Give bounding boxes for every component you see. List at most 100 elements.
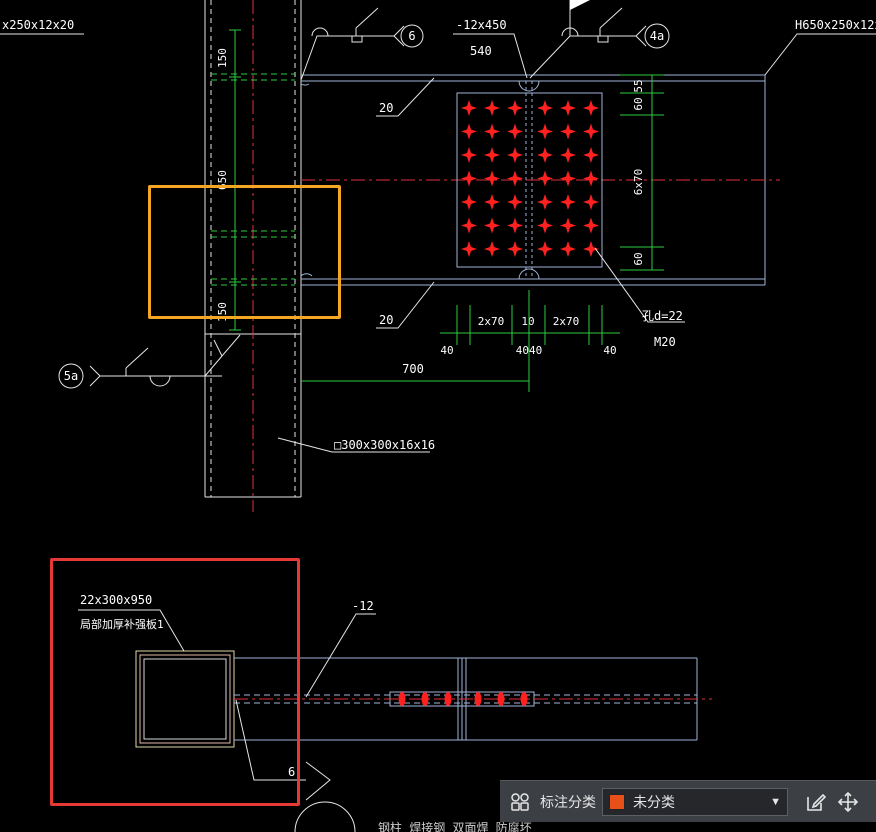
bolt-mark xyxy=(484,147,500,163)
dim-6x70: 6x70 xyxy=(632,169,645,196)
bolt-mark xyxy=(484,100,500,116)
bolt-mark xyxy=(560,147,576,163)
bolt-label: M20 xyxy=(654,335,676,349)
splice-plate xyxy=(456,92,603,268)
top-right-member: H650x250x12x xyxy=(795,18,876,32)
move-icon[interactable] xyxy=(836,790,860,814)
weld-symbol-left xyxy=(300,7,424,81)
bolt-mark xyxy=(484,123,500,140)
annotation-category-label: 标注分类 xyxy=(540,794,596,811)
annotation-category-select[interactable]: 未分类 ▼ xyxy=(602,787,788,816)
bolt-mark xyxy=(560,194,576,210)
plan-bolt-mark xyxy=(444,692,452,706)
bolt-mark xyxy=(583,217,599,234)
weld-tag-lower: 5a xyxy=(64,369,78,383)
grid-squares-icon[interactable] xyxy=(508,790,532,814)
pad-plate-note: 局部加厚补强板1 xyxy=(80,617,164,631)
bolt-mark xyxy=(461,123,477,140)
hole-leader xyxy=(594,247,685,323)
bolt-mark xyxy=(537,217,553,234)
bolt-mark xyxy=(461,170,477,187)
plate-leader xyxy=(453,33,528,79)
bolt-mark xyxy=(583,170,599,187)
plan-bolt-mark xyxy=(398,692,406,706)
weld-tag-right: 4a xyxy=(650,29,664,43)
bolt-mark xyxy=(507,194,523,210)
plan-bolt-group xyxy=(398,692,528,706)
bolt-mark xyxy=(484,170,500,187)
plan-bolt-mark xyxy=(421,692,429,706)
pad-plate-label: 22x300x950 xyxy=(80,593,152,607)
edit-icon[interactable] xyxy=(804,790,828,814)
bolt-mark xyxy=(507,100,523,116)
weld-tag-left: 6 xyxy=(408,29,415,43)
bolt-group xyxy=(461,100,599,257)
dim-55: 55 xyxy=(632,79,645,92)
section-marker-icon xyxy=(294,801,356,832)
bolt-mark xyxy=(583,147,599,163)
plate-label: -12x450 xyxy=(456,18,507,32)
column-leader xyxy=(277,437,430,453)
plate-length: 540 xyxy=(470,44,492,58)
weld-symbol-right xyxy=(529,0,670,79)
bolt-mark xyxy=(560,170,576,187)
annotation-toolbar: 标注分类 未分类 ▼ xyxy=(500,780,876,822)
bolt-mark xyxy=(507,147,523,163)
dim-700-line xyxy=(301,290,530,392)
bolt-mark xyxy=(537,147,553,163)
column-label: □300x300x16x16 xyxy=(334,438,435,452)
dim-60-bottom: 60 xyxy=(632,252,645,265)
pad-plate-leader xyxy=(78,609,185,652)
bolt-mark xyxy=(484,241,500,257)
dim-20-top: 20 xyxy=(379,101,393,115)
highlight-box-orange xyxy=(148,185,341,319)
dim-2x70-left: 2x70 xyxy=(478,315,505,328)
top-left-member: x250x12x20 xyxy=(2,18,74,32)
plan-weld-symbol xyxy=(235,699,331,801)
plan-bolt-mark xyxy=(474,692,482,706)
plan-bolt-mark xyxy=(497,692,505,706)
hole-label: 孔d=22 xyxy=(642,309,683,323)
bolt-mark xyxy=(537,123,553,140)
dim-700: 700 xyxy=(402,362,424,376)
bolt-mark xyxy=(461,241,477,257)
bolt-mark xyxy=(507,217,523,234)
plan-weld-tag: 6 xyxy=(288,765,295,779)
dim-650: 650 xyxy=(216,170,229,190)
leader-20-bottom xyxy=(376,281,435,329)
category-selected-value: 未分类 xyxy=(633,794,675,811)
bolt-mark xyxy=(583,241,599,257)
highlight-box-red xyxy=(50,558,300,806)
dim-10: 10 xyxy=(521,315,534,328)
bolt-mark xyxy=(461,147,477,163)
column-elevation xyxy=(204,0,302,498)
bolt-mark xyxy=(583,194,599,210)
bolt-mark xyxy=(560,217,576,234)
bolt-mark xyxy=(461,194,477,210)
column-dimension xyxy=(229,29,241,331)
chevron-down-icon: ▼ xyxy=(770,795,781,808)
plan-bolt-mark xyxy=(520,692,528,706)
plan-plate-leader xyxy=(305,613,376,698)
dim-40-a: 40 xyxy=(440,344,453,357)
bottom-caption: 钢柱 焊接钢 双面焊 防腐坏 xyxy=(378,820,532,832)
bolt-mark xyxy=(507,170,523,187)
dim-2x70-right: 2x70 xyxy=(553,315,580,328)
bolt-mark xyxy=(461,100,477,116)
bolt-mark xyxy=(583,100,599,116)
leader-20-top xyxy=(376,77,435,117)
bolt-mark xyxy=(484,194,500,210)
bolt-mark xyxy=(461,217,477,234)
dim-150-top: 150 xyxy=(216,48,229,68)
bolt-mark xyxy=(537,170,553,187)
bolt-mark xyxy=(507,123,523,140)
dim-20-bottom: 20 xyxy=(379,313,393,327)
bolt-mark xyxy=(537,194,553,210)
category-color-swatch xyxy=(609,793,625,810)
bolt-mark xyxy=(537,241,553,257)
bolt-mark xyxy=(560,100,576,116)
bolt-mark xyxy=(537,100,553,116)
bolt-mark xyxy=(583,123,599,140)
flag-icon xyxy=(570,0,590,10)
